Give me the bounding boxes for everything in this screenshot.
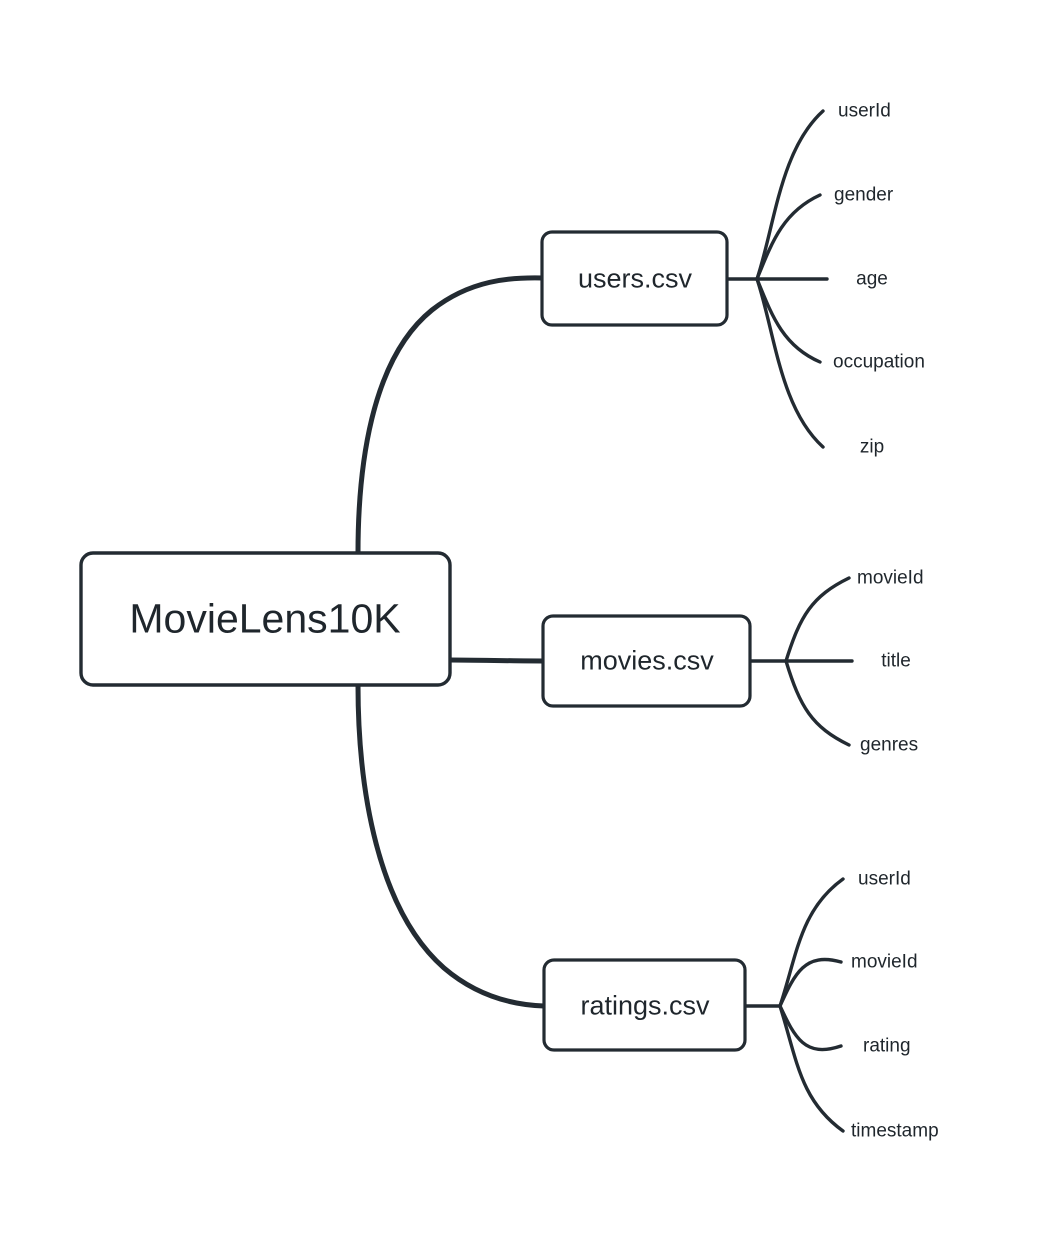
leaf-label-users-age: age xyxy=(856,268,888,290)
node-box-root[interactable] xyxy=(79,551,452,687)
edge-root-to-movies xyxy=(447,657,546,664)
node-box-ratings[interactable] xyxy=(542,958,747,1052)
leaf-label-ratings-timestamp: timestamp xyxy=(851,1120,939,1142)
leaf-label-ratings-rating: rating xyxy=(863,1035,911,1057)
edge-root-to-users xyxy=(355,275,547,556)
root-node-label: MovieLens10K xyxy=(129,595,401,642)
leaf-label-users-zip: zip xyxy=(859,436,885,458)
leaf-label-users-occupation: occupation xyxy=(833,351,925,373)
leaf-label-ratings-movieid: movieId xyxy=(851,951,918,973)
edge-users-leaf-userid xyxy=(755,109,825,281)
edge-ratings-leaf-timestamp xyxy=(778,1004,845,1133)
leaf-label-movies-title: title xyxy=(881,650,911,672)
leaf-label-ratings-userid: userId xyxy=(858,868,911,890)
leaf-label-movies-movieid: movieId xyxy=(857,567,924,589)
leaf-label-users-userid: userId xyxy=(838,100,891,122)
edge-users-leaf-gender xyxy=(755,193,822,281)
node-box-users[interactable] xyxy=(540,230,729,327)
node-box-movies[interactable] xyxy=(541,614,752,708)
branch-label-movies: movies.csv xyxy=(580,645,714,676)
branch-label-users: users.csv xyxy=(577,263,693,294)
edge-movies-leaf-genres xyxy=(784,659,851,747)
edge-users-leaf-zip xyxy=(755,277,825,449)
branch-label-ratings: ratings.csv xyxy=(580,990,710,1021)
edge-movies-leaf-movieid xyxy=(784,576,851,663)
leaf-label-movies-genres: genres xyxy=(860,734,919,756)
edge-root-to-ratings xyxy=(355,682,547,1009)
edge-users-leaf-occupation xyxy=(755,277,822,364)
edge-ratings-leaf-movieid xyxy=(778,957,843,1008)
leaf-label-users-gender: gender xyxy=(834,184,894,206)
edge-ratings-leaf-userid xyxy=(778,877,845,1008)
